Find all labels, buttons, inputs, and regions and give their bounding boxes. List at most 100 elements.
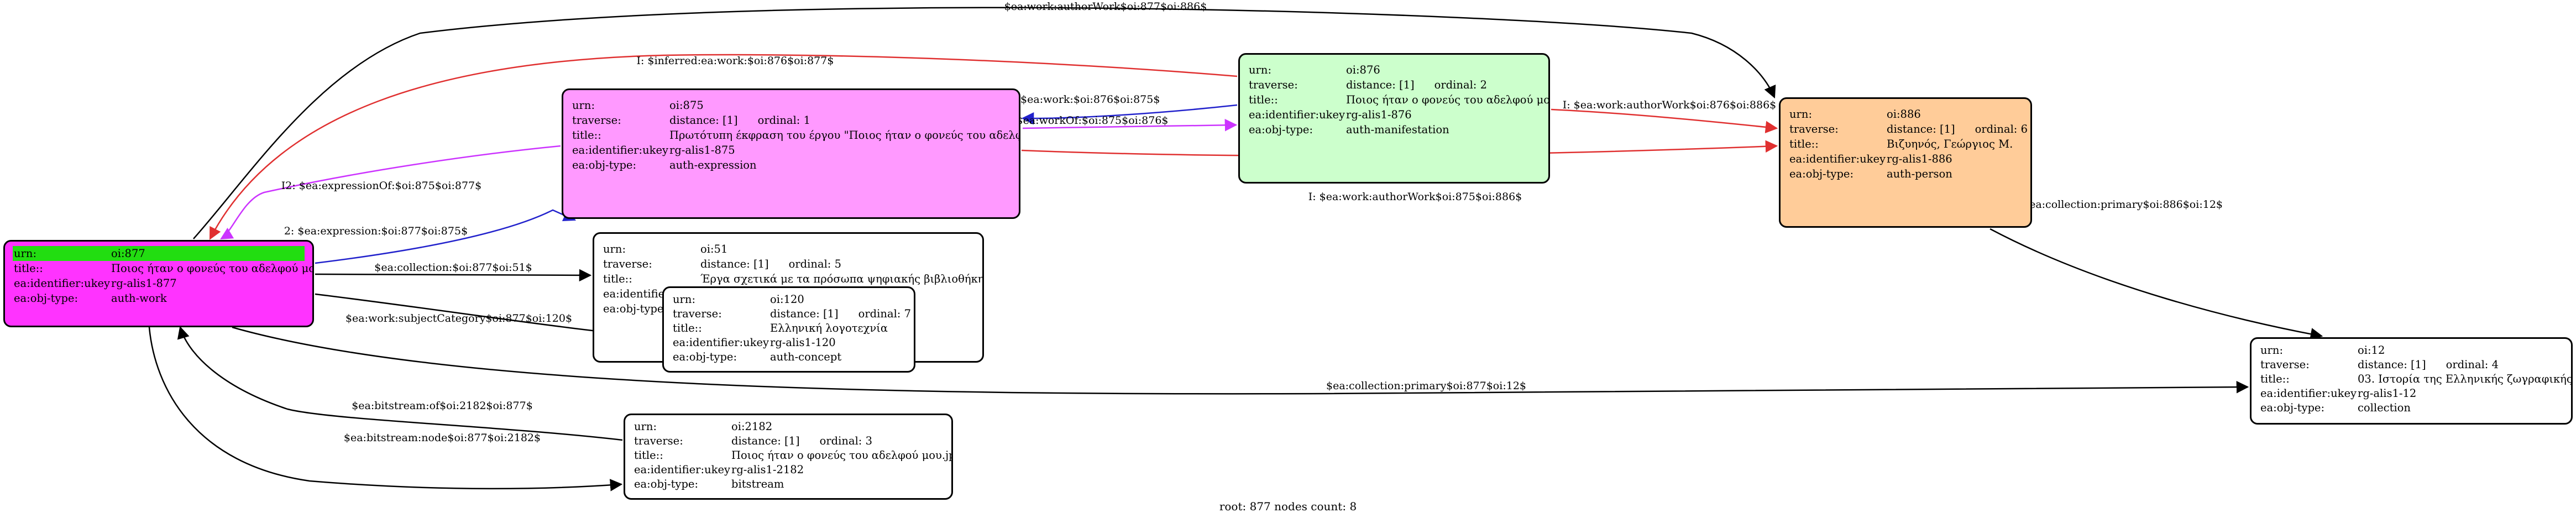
node-type-row: ea:obj-type:bitstream bbox=[634, 477, 943, 491]
title-key: title:: bbox=[14, 262, 43, 275]
traverse-key: traverse: bbox=[1789, 123, 1839, 135]
edge-label-e2: I: $inferred:ea:work:$oi:876$oi:877$ bbox=[637, 55, 834, 67]
node-urn-row: urn:oi:51 bbox=[603, 242, 973, 257]
type-value: auth-concept bbox=[770, 350, 842, 363]
title-value: Ποιος ήταν ο φονεύς του αδελφού μου bbox=[1346, 93, 1550, 106]
distance-value: distance: [1] bbox=[669, 114, 738, 127]
edge-e8 bbox=[177, 326, 623, 441]
title-key: title:: bbox=[1789, 138, 1819, 150]
urn-value: oi:886 bbox=[1887, 108, 1921, 121]
edge-e7 bbox=[232, 326, 2249, 395]
title-value: 03. Ιστορία της Ελληνικής ζωγραφικής bbox=[2358, 373, 2573, 385]
distance-value: distance: [1] bbox=[700, 258, 769, 270]
node-oi-877[interactable]: urn:oi:877 title::Ποιος ήταν ο φονεύς το… bbox=[3, 240, 314, 327]
ordinal-value: ordinal: 3 bbox=[819, 435, 872, 447]
node-oi-875[interactable]: urn:oi:875 traverse: distance: [1] ordinal… bbox=[562, 88, 1020, 219]
node-oi-876[interactable]: urn:oi:876 traverse: distance: [1] ordinal… bbox=[1238, 53, 1550, 184]
ukey-key: ea:identifier:ukey bbox=[14, 277, 110, 290]
title-value: Πρωτότυπη έκφραση του έργου "Ποιος ήταν … bbox=[669, 129, 1020, 142]
distance-value: distance: [1] bbox=[2358, 358, 2426, 371]
node-traverse-row: traverse:distance: [1]ordinal: 7 bbox=[673, 307, 911, 321]
title-value: Έργα σχετικά με τα πρόσωπα ψηφιακής βιβλ… bbox=[700, 273, 984, 285]
type-key: ea:obj-type: bbox=[1249, 123, 1313, 136]
title-value: Ελληνική λογοτεχνία bbox=[770, 322, 888, 334]
node-title-row: title::Πρωτότυπη έκφραση του έργου "Ποιο… bbox=[572, 128, 1019, 143]
traverse-key: traverse: bbox=[572, 114, 621, 127]
node-traverse-row: traverse:distance: [1]ordinal: 5 bbox=[603, 257, 973, 271]
ukey-key: ea:identifier:ukey bbox=[1789, 153, 1886, 165]
node-title-row: title::Ελληνική λογοτεχνία bbox=[673, 321, 905, 336]
node-traverse-row: traverse: distance: [1] ordinal: 6 bbox=[1789, 122, 2028, 137]
distance-value: distance: [1] bbox=[731, 435, 800, 447]
ukey-value: rg-alis1-877 bbox=[111, 277, 177, 290]
ukey-key: ea:identifier:ukey bbox=[2260, 387, 2357, 400]
node-traverse-row: traverse: distance: [1] ordinal: 1 bbox=[572, 113, 1010, 128]
title-key: title:: bbox=[572, 129, 601, 142]
node-title-row: title::Βιζυηνός, Γεώργιος Μ. bbox=[1789, 137, 2022, 151]
type-key: ea:obj-type: bbox=[634, 478, 699, 490]
edge-e2 bbox=[209, 54, 1238, 240]
type-key: ea:obj-type: bbox=[2260, 401, 2325, 414]
node-title-row: title::03. Ιστορία της Ελληνικής ζωγραφι… bbox=[2260, 372, 2571, 386]
node-urn-row: urn: oi:120 bbox=[673, 292, 905, 307]
urn-value: oi:877 bbox=[111, 247, 145, 260]
title-value: Ποιος ήταν ο φονεύς του αδελφού μου bbox=[111, 262, 314, 275]
ordinal-value: ordinal: 6 bbox=[1975, 123, 2028, 135]
urn-key: urn: bbox=[2260, 344, 2284, 357]
edge-e3 bbox=[220, 145, 561, 240]
title-key: title:: bbox=[1249, 93, 1278, 106]
type-key: ea:obj-type: bbox=[572, 159, 637, 171]
distance-value: distance: [1] bbox=[1346, 79, 1415, 91]
type-value: auth-expression bbox=[669, 159, 757, 171]
edge-label-e11: I2: $ea:workOf:$oi:875$oi:876$ bbox=[998, 114, 1168, 127]
edge-label-e13: I: $ea:work:authorWork$oi:876$oi:886$ bbox=[1563, 99, 1777, 111]
ukey-value: rg-alis1-876 bbox=[1346, 108, 1412, 121]
type-key: ea:obj-type: bbox=[14, 292, 78, 305]
node-title-row: title::Ποιος ήταν ο φονεύς του αδελφού μ… bbox=[14, 261, 312, 276]
ukey-key: ea:identifier:ukey bbox=[1249, 108, 1345, 121]
node-type-row: ea:obj-type:auth-concept bbox=[673, 350, 905, 364]
ordinal-value: ordinal: 1 bbox=[757, 114, 810, 127]
edge-label-e7: $ea:collection:primary$oi:877$oi:12$ bbox=[1326, 380, 1526, 392]
edge-e10 bbox=[1021, 104, 1238, 125]
edge-e14 bbox=[1989, 228, 2323, 341]
distance-value: distance: [1] bbox=[1887, 123, 1955, 135]
edge-label-e6: $ea:work:subjectCategory$oi:877$oi:120$ bbox=[345, 312, 572, 325]
type-value: auth-manifestation bbox=[1346, 123, 1449, 136]
edge-label-e4: 2: $ea:expression:$oi:877$oi:875$ bbox=[284, 225, 468, 237]
node-type-row: ea:obj-type:auth-work bbox=[14, 291, 303, 306]
ordinal-value: ordinal: 5 bbox=[788, 258, 841, 270]
urn-key: urn: bbox=[603, 243, 626, 255]
ordinal-value: ordinal: 2 bbox=[1434, 79, 1487, 91]
node-traverse-row: traverse:distance: [1]ordinal: 3 bbox=[634, 434, 943, 448]
type-key: ea:obj-type: bbox=[1789, 168, 1854, 180]
node-oi-2182[interactable]: urn:oi:2182 traverse:distance: [1]ordina… bbox=[624, 414, 953, 500]
urn-value: oi:876 bbox=[1346, 64, 1380, 76]
urn-key: urn: bbox=[634, 420, 657, 433]
edge-label-e8: $ea:bitstream:of$oi:2182$oi:877$ bbox=[352, 400, 533, 412]
title-key: title:: bbox=[603, 273, 632, 285]
node-oi-12[interactable]: urn:oi:12 traverse:distance: [1]ordinal:… bbox=[2250, 337, 2573, 425]
title-key: title:: bbox=[673, 322, 702, 334]
ordinal-value: ordinal: 4 bbox=[2446, 358, 2499, 371]
urn-value: oi:120 bbox=[770, 293, 804, 306]
node-title-row: title::Ποιος ήταν ο φονεύς του αδελφού μ… bbox=[634, 448, 951, 463]
node-traverse-row: traverse:distance: [1]ordinal: 4 bbox=[2260, 358, 2562, 372]
title-value: Ποιος ήταν ο φονεύς του αδελφού μου.jpg bbox=[731, 449, 953, 462]
node-urn-row: urn:oi:875 bbox=[572, 98, 1010, 113]
edge-label-e14: $ea:collection:primary$oi:886$oi:12$ bbox=[2023, 198, 2223, 211]
traverse-key: traverse: bbox=[673, 307, 722, 320]
node-oi-120[interactable]: urn: oi:120 traverse:distance: [1]ordinal… bbox=[662, 286, 915, 373]
node-urn-row: urn:oi:876 bbox=[1249, 62, 1540, 77]
node-oi-886[interactable]: urn:oi:886 traverse:distance: [1]ordinal… bbox=[1779, 97, 2032, 228]
ukey-value: rg-alis1-875 bbox=[669, 144, 735, 156]
traverse-key: traverse: bbox=[1249, 79, 1298, 91]
type-key: ea:obj-type: bbox=[603, 302, 668, 315]
urn-value: oi:2182 bbox=[731, 420, 773, 433]
urn-key: urn: bbox=[673, 293, 696, 306]
